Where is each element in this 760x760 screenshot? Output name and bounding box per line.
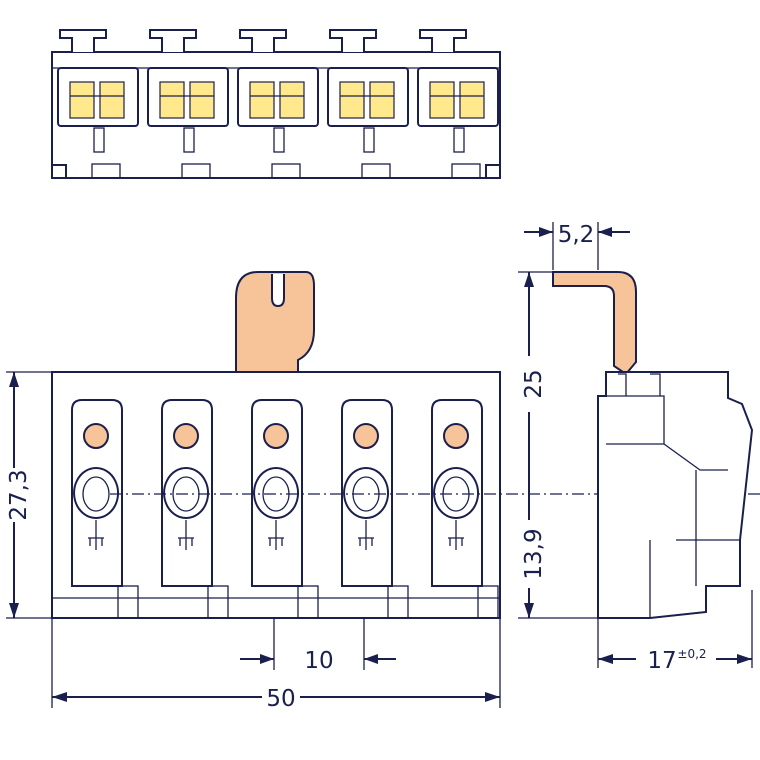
top-slot	[93, 127, 105, 153]
top-slot	[363, 127, 375, 153]
front-cell-entry-outer	[163, 467, 209, 519]
side-view	[552, 271, 754, 619]
top-spring-right	[369, 81, 395, 119]
top-foot	[271, 163, 301, 179]
dim-17-label: 17	[647, 648, 676, 674]
top-spring-left	[429, 81, 455, 119]
top-slot	[453, 127, 465, 153]
dim-5-2-arrow-right	[598, 227, 612, 237]
top-lever	[149, 29, 197, 52]
dim-10-arrow-right	[364, 654, 378, 664]
top-spring-left	[339, 81, 365, 119]
dim-5-2-label: 5,2	[558, 222, 595, 248]
front-cell-base-slot	[207, 585, 229, 619]
front-cell-key	[358, 520, 374, 550]
front-cell-entry-outer	[343, 467, 389, 519]
top-spring-left	[249, 81, 275, 119]
front-cell-entry-outer	[433, 467, 479, 519]
top-spring-right	[279, 81, 305, 119]
dim-50-label: 50	[266, 686, 295, 712]
front-cell-entry-outer	[253, 467, 299, 519]
pin-lever-slot	[271, 274, 285, 308]
front-cell-entry-inner	[82, 476, 110, 512]
top-lever	[239, 29, 287, 52]
dim-10-label: 10	[304, 648, 333, 674]
front-cell-contact	[83, 423, 109, 449]
dim-25-arrow-top	[524, 272, 534, 287]
top-foot	[451, 163, 481, 179]
front-cell-key	[448, 520, 464, 550]
dim-27-3-arrow-bottom	[9, 603, 19, 618]
front-cell-base-slot	[387, 585, 409, 619]
dim-17-arrow-right	[737, 654, 752, 664]
front-cell-key	[268, 520, 284, 550]
top-view-feet	[52, 164, 500, 178]
top-foot	[361, 163, 391, 179]
front-view-cells	[71, 399, 499, 619]
top-spring-left	[69, 81, 95, 119]
front-cell-contact	[173, 423, 199, 449]
top-view-cells	[57, 29, 499, 179]
top-lever	[59, 29, 107, 52]
dim-27-3-arrow-top	[9, 372, 19, 387]
dim-13-9-arrow-bottom	[524, 603, 534, 618]
dim-13-9-label: 13,9	[521, 528, 547, 579]
dim-27-3-label: 27,3	[6, 469, 32, 520]
top-spring-right	[189, 81, 215, 119]
front-cell-contact	[263, 423, 289, 449]
dim-5-2-arrow-left	[539, 227, 553, 237]
side-view-details	[606, 373, 740, 618]
front-cell-base-slot	[297, 585, 319, 619]
top-spring-right	[99, 81, 125, 119]
dim-10-arrow-left	[260, 654, 274, 664]
dimension-lines: 5,2 25 13,9 27,3 10	[6, 222, 753, 712]
top-slot	[183, 127, 195, 153]
front-view	[51, 271, 760, 619]
side-view-housing	[597, 371, 754, 619]
front-cell-contact	[353, 423, 379, 449]
top-lever	[329, 29, 377, 52]
front-cell-contact	[443, 423, 469, 449]
front-cell-base-slot	[477, 585, 499, 619]
top-spring-left	[159, 81, 185, 119]
pin-lever	[235, 271, 315, 373]
top-foot	[91, 163, 121, 179]
top-slot	[273, 127, 285, 153]
front-cell-entry-outer	[73, 467, 119, 519]
side-pin	[552, 271, 637, 376]
front-cell-base-slot	[117, 585, 139, 619]
front-cell-key	[88, 520, 104, 550]
top-lever	[419, 29, 467, 52]
top-spring-right	[459, 81, 485, 119]
top-foot	[181, 163, 211, 179]
dim-50-arrow-right	[485, 692, 500, 702]
dim-50-arrow-left	[52, 692, 67, 702]
front-cell-key	[178, 520, 194, 550]
dim-25-label: 25	[521, 369, 547, 398]
dim-17-tolerance: ±0,2	[677, 647, 706, 661]
dim-17-arrow-left	[598, 654, 613, 664]
top-view	[51, 29, 501, 179]
